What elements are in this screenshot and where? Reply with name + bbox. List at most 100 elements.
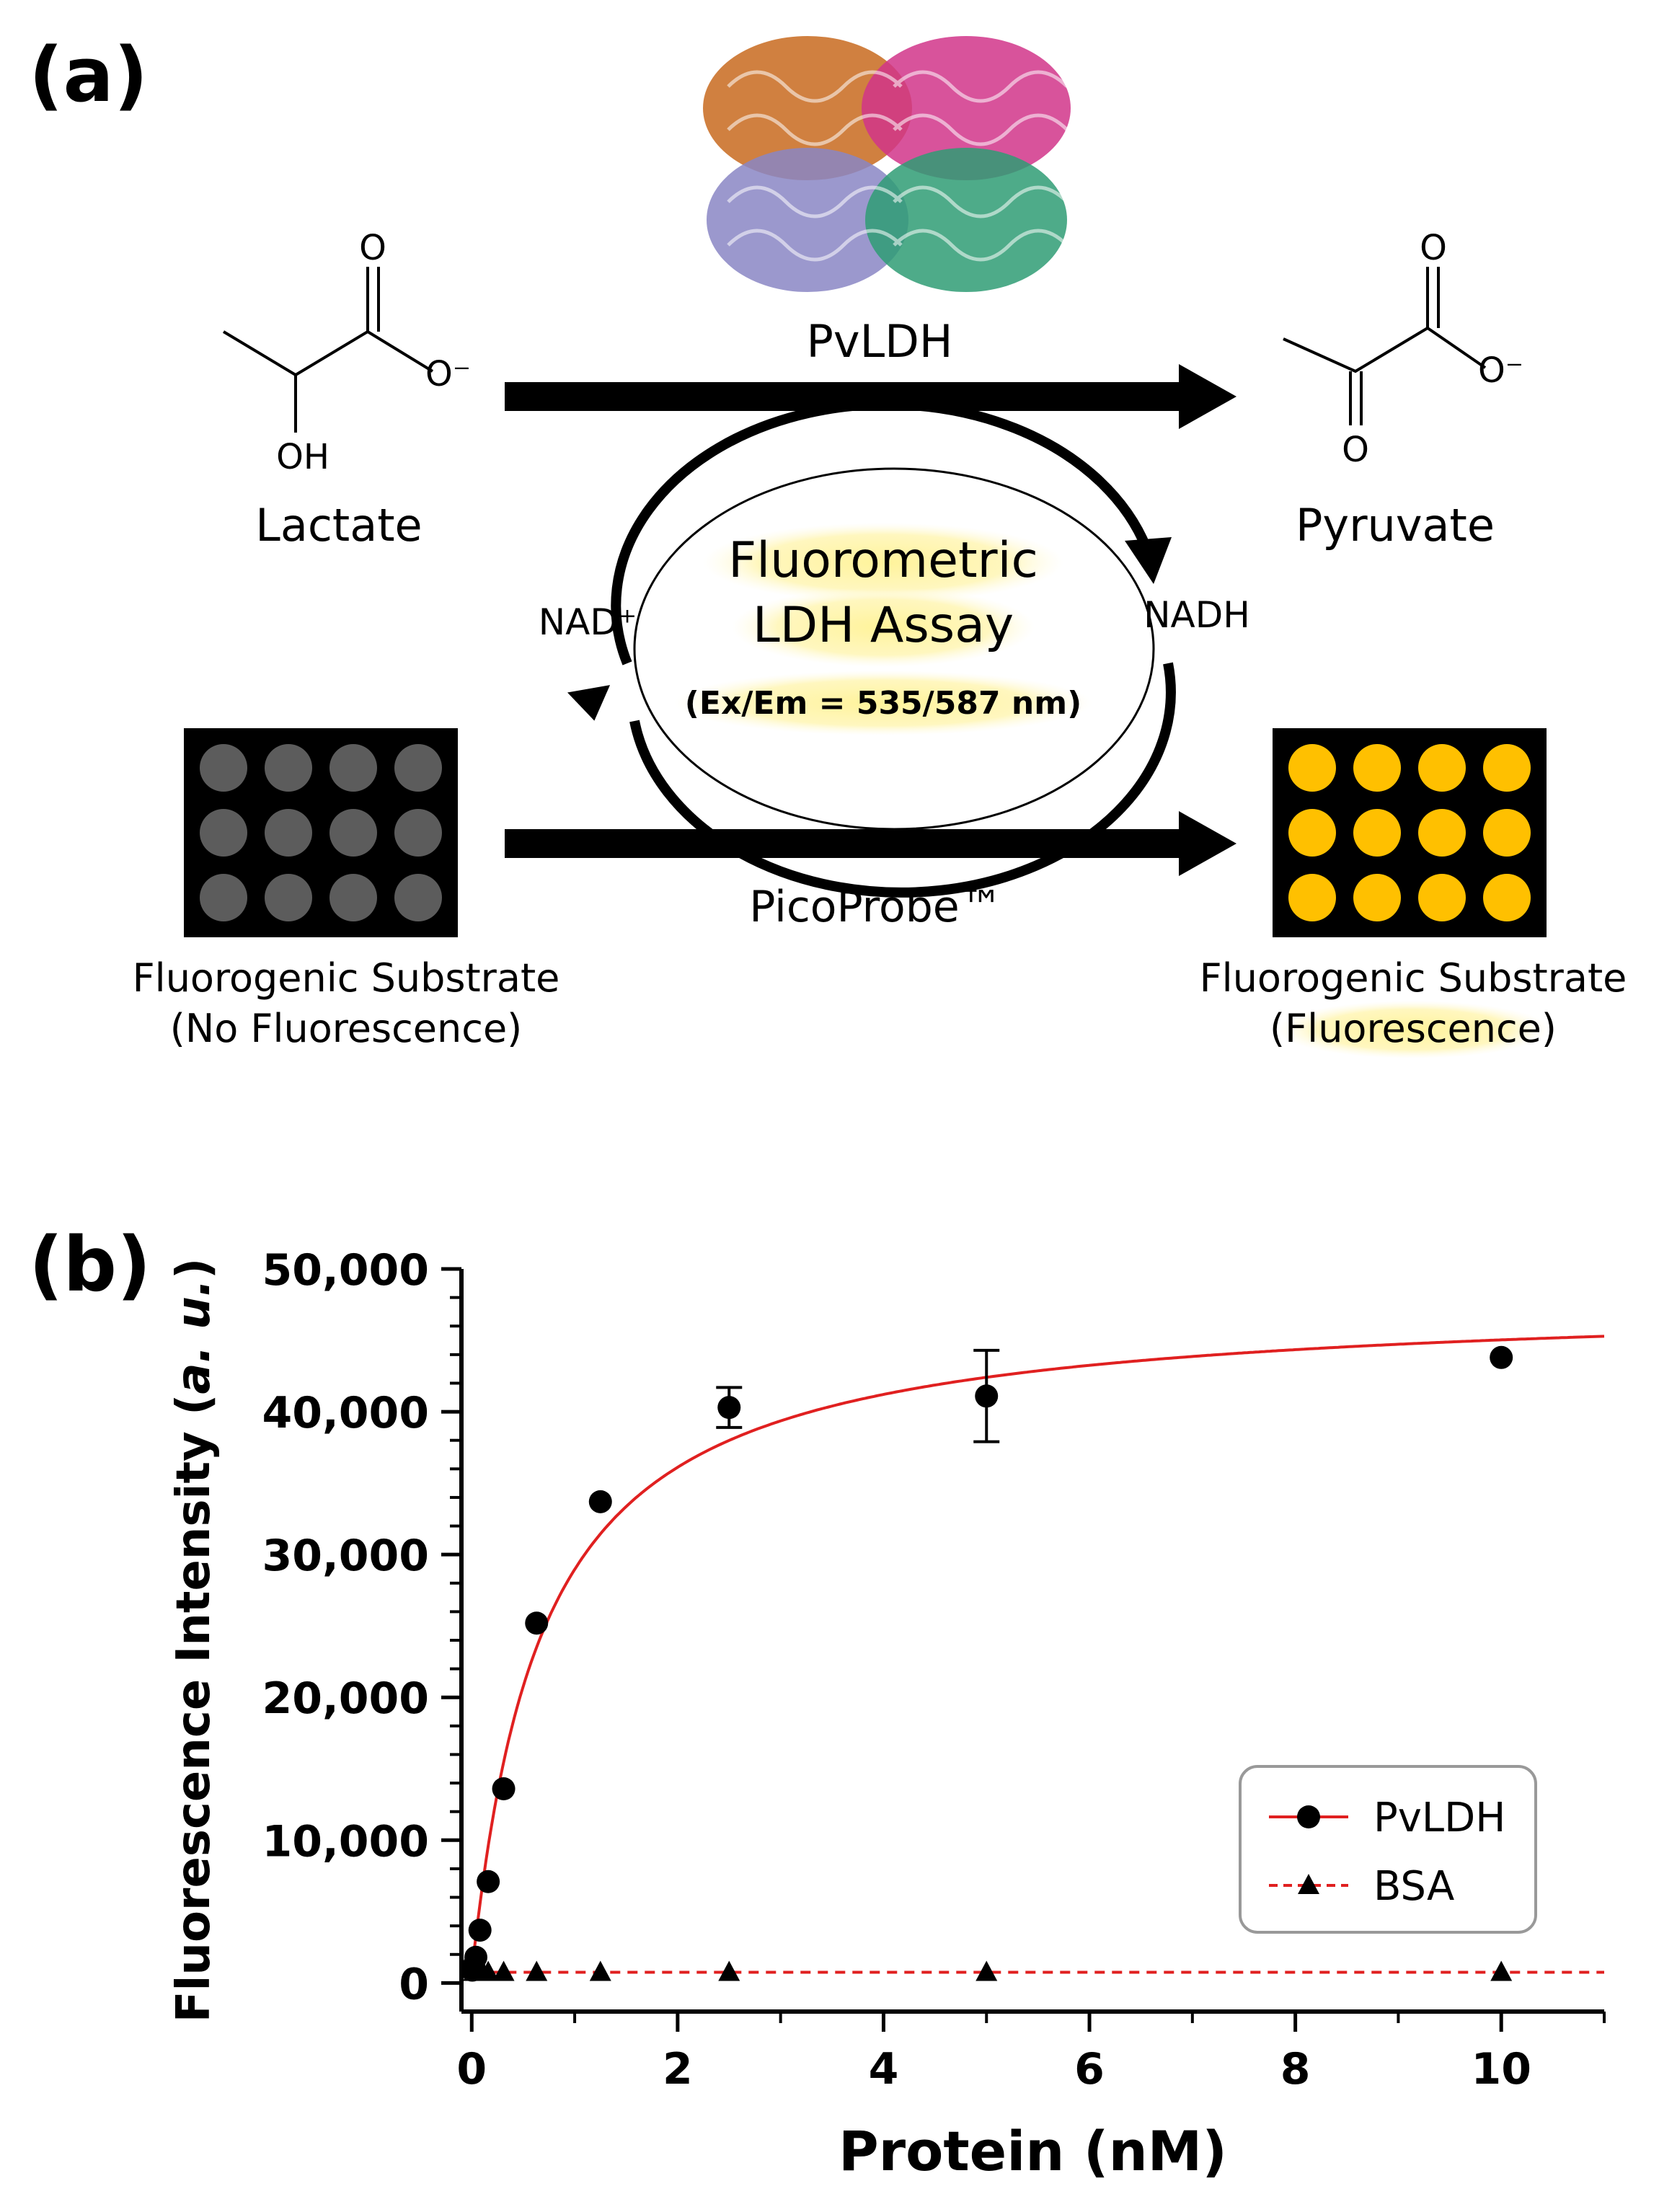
y-axis-label-italic: a. u.: [167, 1279, 221, 1394]
plate-right-well: [1483, 809, 1531, 857]
plate-left-well: [265, 744, 312, 792]
y-axis-label-prefix: Fluorescence Intensity (: [167, 1394, 221, 2023]
y-tick-label: 10,000: [262, 1816, 429, 1867]
pyruvate-structure: [1283, 267, 1487, 425]
x-tick-label: 2: [663, 2044, 693, 2094]
y-axis-label-suffix: ): [167, 1258, 221, 1279]
plate-right-well: [1353, 744, 1401, 792]
panel-b-label: (b): [29, 1221, 151, 1309]
y-tick-label: 30,000: [262, 1531, 429, 1581]
reaction-arrow-top: [505, 364, 1236, 429]
probe-label: PicoProbe™: [749, 882, 1002, 932]
chart-legend: PvLDH BSA: [1239, 1765, 1537, 1934]
plate-right-well: [1418, 809, 1466, 857]
legend-label: BSA: [1373, 1863, 1454, 1910]
bsa-point: [526, 1960, 548, 1981]
plate-right-well: [1483, 744, 1531, 792]
plate-fluorescence: [1273, 728, 1547, 937]
plate-left-well: [329, 809, 377, 857]
right-caption-highlight: [1276, 1001, 1550, 1058]
panel-a: (a) PvLDH O O: [29, 31, 1627, 1058]
plate-left-well: [394, 809, 442, 857]
pvldh-point: [477, 1870, 500, 1893]
left-caption-line2: (No Fluorescence): [170, 1006, 522, 1051]
x-tick-label: 8: [1280, 2044, 1311, 2094]
assay-title-highlight-2: [732, 588, 1035, 667]
protein-structure-illustration: [703, 36, 1071, 292]
lactate-carboxylate-o: O⁻: [425, 354, 471, 394]
chart-ticks: 0 2 4 6 8 10 0 10,000 20,000 30,000 40,000 50,000: [262, 1245, 1606, 2094]
plate-right-well: [1288, 809, 1336, 857]
pvldh-point: [1490, 1345, 1513, 1369]
bsa-point: [492, 1960, 515, 1981]
plate-left-well: [329, 744, 377, 792]
chart: 0 2 4 6 8 10 0 10,000 20,000 30,000 40,000 50,000 P…: [167, 1245, 1606, 2183]
cofactor-nad: NAD⁺: [539, 601, 637, 643]
y-tick-label: 50,000: [262, 1245, 429, 1296]
reaction-arrow-bottom: [505, 811, 1236, 876]
lactate-carbonyl-o: O: [359, 228, 386, 268]
x-tick-label: 0: [456, 2044, 487, 2094]
plate-left-well: [200, 744, 247, 792]
x-tick-label: 4: [869, 2044, 899, 2094]
panel-b: (b) 0 2 4 6 8 10 0 10,000 20,000 30,000 40,000 50,0…: [29, 1221, 1606, 2183]
left-caption-line1: Fluorogenic Substrate: [133, 955, 560, 1001]
plate-left-well: [200, 874, 247, 921]
chart-fit-lines: [470, 1335, 1605, 1974]
plate-left-well: [200, 809, 247, 857]
legend-marker-triangle: [1298, 1874, 1319, 1894]
x-tick-label: 6: [1074, 2044, 1105, 2094]
assay-title-line2: LDH Assay: [753, 597, 1014, 654]
assay-conditions: (Ex/Em = 535/587 nm): [685, 685, 1081, 722]
plate-left-well: [394, 874, 442, 921]
right-caption-paren-close: ): [1541, 1006, 1557, 1051]
enzyme-label: PvLDH: [807, 315, 953, 368]
bsa-point: [589, 1960, 611, 1981]
legend-label: PvLDH: [1373, 1795, 1505, 1841]
right-caption-line1: Fluorogenic Substrate: [1200, 955, 1627, 1001]
pyruvate-carbonyl-o: O: [1420, 228, 1447, 268]
pyruvate-carboxylate-o: O⁻: [1478, 350, 1523, 391]
plate-no-fluorescence: [184, 728, 458, 937]
chart-points: [460, 1345, 1513, 1982]
y-tick-label: 40,000: [262, 1388, 429, 1438]
pvldh-point: [525, 1611, 549, 1635]
plate-left-well: [394, 744, 442, 792]
assay-title-line1: Fluorometric: [728, 532, 1038, 589]
pvldh-point: [975, 1384, 999, 1408]
assay-conditions-highlight: [674, 671, 1092, 735]
pyruvate-keto-o: O: [1342, 430, 1369, 470]
bsa-point: [477, 1960, 500, 1981]
plate-right-well: [1353, 874, 1401, 921]
lactate-hydroxyl: OH: [276, 437, 329, 477]
pvldh-fit-line: [470, 1335, 1605, 1970]
pvldh-point: [588, 1490, 612, 1513]
bsa-point: [1490, 1960, 1513, 1981]
substrate-label: Lactate: [255, 499, 422, 552]
plate-right-well: [1483, 874, 1531, 921]
pvldh-point: [717, 1396, 741, 1420]
product-label: Pyruvate: [1296, 499, 1495, 552]
x-tick-label: 10: [1471, 2044, 1531, 2094]
x-axis-label: Protein (nM): [839, 2119, 1227, 2183]
plate-right-well: [1288, 874, 1336, 921]
right-caption-paren-open: (: [1270, 1006, 1285, 1051]
plate-right-well: [1418, 744, 1466, 792]
plate-right-well: [1418, 874, 1466, 921]
plate-right-well: [1288, 744, 1336, 792]
right-caption-line2: (Fluorescence): [1270, 1006, 1557, 1051]
right-caption-word: Fluorescence: [1285, 1006, 1541, 1051]
y-tick-label: 0: [399, 1959, 429, 2009]
cofactor-nadh: NADH: [1143, 594, 1250, 636]
legend-marker-circle: [1297, 1805, 1320, 1828]
y-axis-label: Fluorescence Intensity (a. u.): [167, 1258, 221, 2023]
pvldh-point: [492, 1777, 516, 1800]
bsa-point: [718, 1960, 740, 1981]
plate-left-well: [265, 874, 312, 921]
assay-title-highlight-1: [703, 523, 1063, 602]
lactate-structure: [222, 267, 434, 433]
plate-left-well: [265, 809, 312, 857]
plate-left-well: [329, 874, 377, 921]
y-tick-label: 20,000: [262, 1673, 429, 1724]
